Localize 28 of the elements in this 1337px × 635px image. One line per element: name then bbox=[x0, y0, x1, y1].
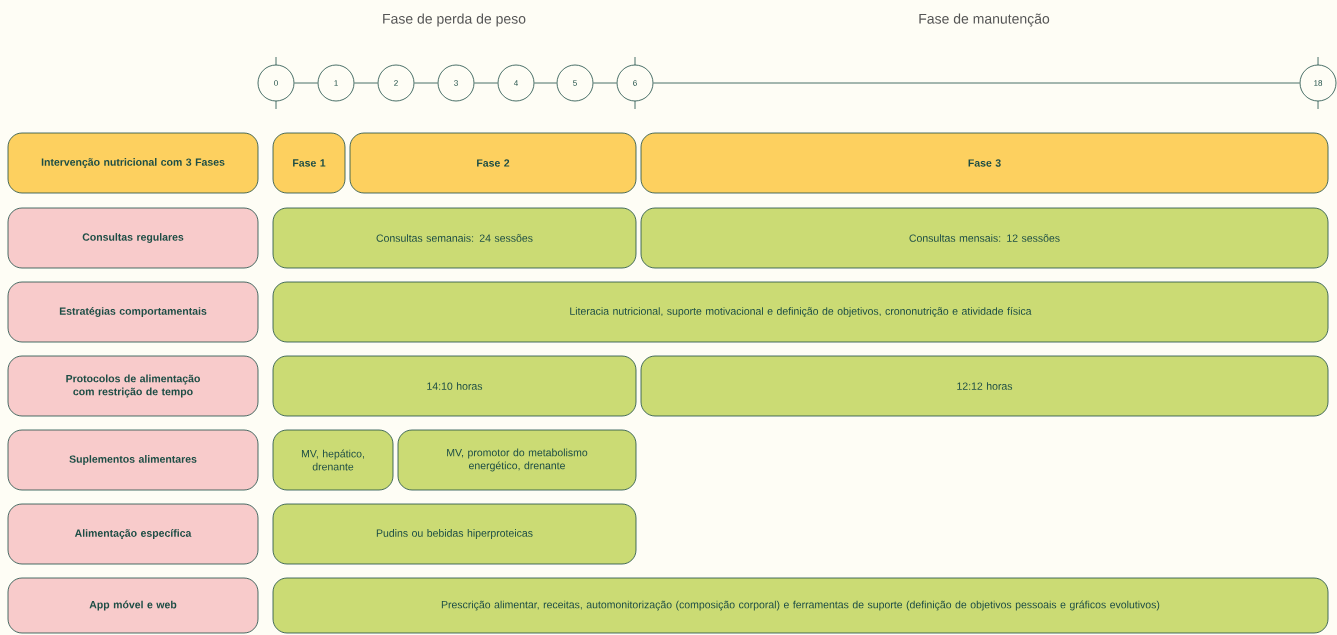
connector-line bbox=[414, 82, 438, 84]
label-box: Consultas regulares bbox=[7, 207, 259, 269]
phase-heading: Fase de manutenção bbox=[919, 13, 1050, 27]
phase-heading: Fase de perda de peso bbox=[383, 13, 526, 27]
content-box: MV, hepático, drenante bbox=[272, 429, 394, 491]
connector-line bbox=[474, 82, 498, 84]
phase-box: Fase 1 bbox=[272, 132, 346, 194]
content-box: Consultas mensais: 12 sessões bbox=[640, 207, 1329, 269]
connector-line bbox=[354, 82, 378, 84]
label-box: Intervenção nutricional com 3 Fases bbox=[7, 132, 259, 194]
connector-line bbox=[294, 82, 318, 84]
label-box: Protocolos de alimentação com restrição de tempo bbox=[7, 355, 259, 417]
phase-box: Fase 2 bbox=[349, 132, 637, 194]
connector-line bbox=[593, 82, 617, 84]
content-box: Consultas semanais: 24 sessões bbox=[272, 207, 637, 269]
phase-box: Fase 3 bbox=[640, 132, 1329, 194]
content-box: 14:10 horas bbox=[272, 355, 637, 417]
label-box: App móvel e web bbox=[7, 577, 259, 634]
label-box: Alimentação específica bbox=[7, 503, 259, 565]
content-box: Prescrição alimentar, receitas, automonitorização (composição corporal) e ferramentas de suporte (definição de objetivos pessoais e gráficos evolutivos) bbox=[272, 577, 1329, 634]
connector-line bbox=[534, 82, 557, 84]
content-box: Pudins ou bebidas hiperproteicas bbox=[272, 503, 637, 565]
label-box: Suplementos alimentares bbox=[7, 429, 259, 491]
content-box: 12:12 horas bbox=[640, 355, 1329, 417]
content-box: Literacia nutricional, suporte motivacional e definição de objetivos, crononutrição e atividade física bbox=[272, 281, 1329, 343]
connector-line bbox=[653, 82, 1300, 84]
content-box: MV, promotor do metabolismo energético, drenante bbox=[397, 429, 637, 491]
label-box: Estratégias comportamentais bbox=[7, 281, 259, 343]
